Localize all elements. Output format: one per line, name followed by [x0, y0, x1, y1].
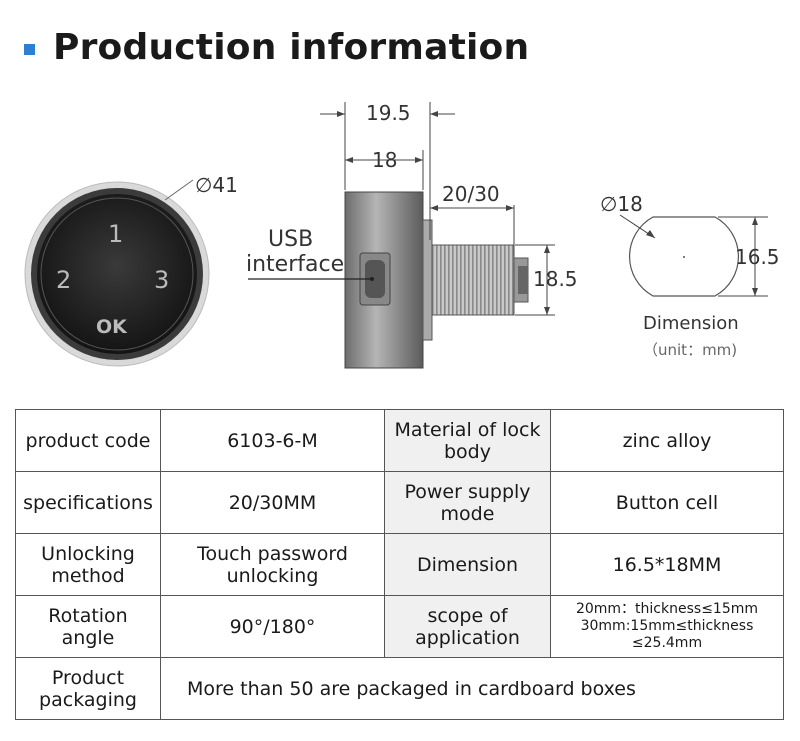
product-diagram: ∅41 1 2 3 OK 19.5 18 20/30 18.5 USB inte… [0, 80, 800, 390]
row-label: scope of application [384, 595, 551, 658]
row-label: Dimension [384, 533, 551, 596]
row-label: Material of lock body [384, 409, 551, 472]
row-value: Touch password unlocking [160, 533, 385, 596]
dim-inner-width: 18 [372, 148, 398, 172]
table-row: specifications 20/30MM Power supply mode… [15, 471, 784, 534]
table-row: Rotation angle 90°/180° scope of applica… [15, 595, 784, 658]
row-value: zinc alloy [550, 409, 784, 472]
scope-line-3: ≤25.4mm [631, 635, 703, 651]
row-label: product code [15, 409, 161, 472]
dim-height: 18.5 [533, 267, 578, 291]
button-1: 1 [108, 220, 124, 248]
lock-front-view [24, 179, 210, 367]
row-value: Button cell [550, 471, 784, 534]
scope-line-2: 30mm:15mm≤thickness [580, 618, 754, 634]
title-bullet [24, 43, 35, 55]
table-row: product code 6103-6-M Material of lock b… [15, 409, 784, 472]
row-value-multiline: 20mm：thickness≤15mm 30mm:15mm≤thickness … [550, 595, 784, 658]
row-value: 90°/180° [160, 595, 385, 658]
row-value: 6103-6-M [160, 409, 385, 472]
row-label: Power supply mode [384, 471, 551, 534]
dim-outer-width: 19.5 [366, 101, 411, 125]
button-2: 2 [56, 266, 72, 294]
cut-height-label: 16.5 [735, 245, 780, 269]
table-row: Product packaging More than 50 are packa… [15, 657, 784, 720]
specification-table: product code 6103-6-M Material of lock b… [15, 409, 784, 720]
diagram-drawing [24, 102, 768, 369]
cut-diameter-label: ∅18 [600, 192, 643, 216]
table-row: Unlocking method Touch password unlockin… [15, 533, 784, 596]
cut-profile [619, 214, 768, 297]
lock-side-view [248, 102, 555, 369]
usb-label-line1: USB [268, 227, 314, 252]
usb-label-line2: interface [246, 252, 345, 277]
row-value: 16.5*18MM [550, 533, 784, 596]
row-value: 20/30MM [160, 471, 385, 534]
dim-thread-length: 20/30 [442, 182, 500, 206]
page-header: Production information [24, 22, 529, 72]
unit-note: （unit：mm) [643, 341, 738, 359]
row-value: More than 50 are packaged in cardboard b… [160, 657, 784, 720]
page-title: Production information [53, 26, 530, 68]
row-label: Unlocking method [15, 533, 161, 596]
front-diameter-label: ∅41 [195, 173, 238, 197]
button-3: 3 [154, 266, 170, 294]
row-label: Rotation angle [15, 595, 161, 658]
diagram-caption: Dimension [643, 313, 739, 334]
row-label: Product packaging [15, 657, 161, 720]
row-label: specifications [15, 471, 161, 534]
scope-line-1: 20mm：thickness≤15mm [575, 601, 759, 617]
button-ok: OK [96, 316, 127, 338]
